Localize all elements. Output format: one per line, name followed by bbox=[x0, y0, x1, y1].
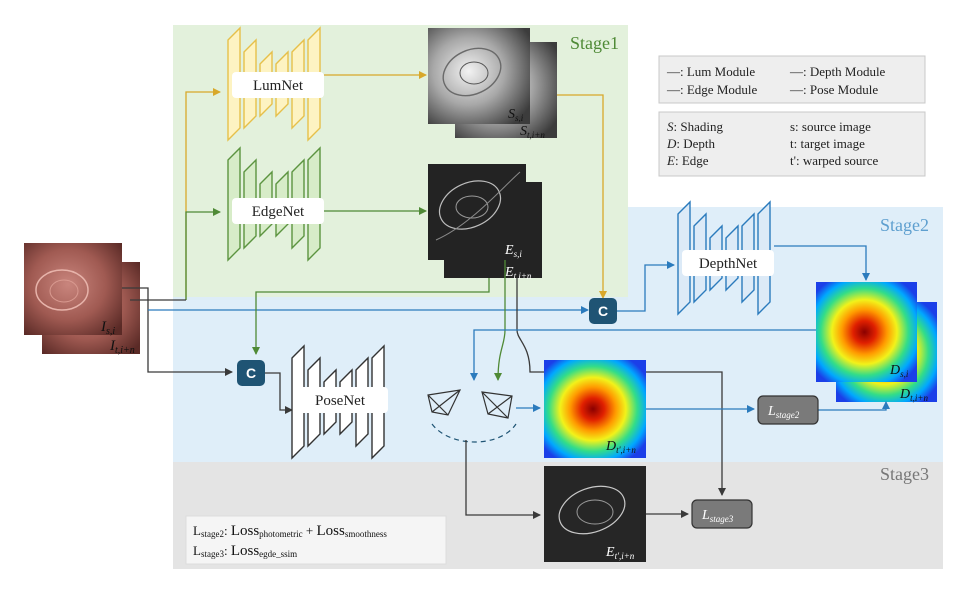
stage1-label: Stage1 bbox=[570, 33, 619, 53]
posenet-label: PoseNet bbox=[315, 393, 366, 409]
symbol-legend: S: Shading D: Depth E: Edge s: source im… bbox=[658, 111, 926, 177]
svg-text:t': warped source: t': warped source bbox=[790, 153, 878, 168]
module-legend: —: Lum Module —: Depth Module —: Edge Mo… bbox=[658, 55, 926, 104]
svg-text:Lstage2: Lstage2 bbox=[767, 404, 800, 420]
loss-stage3-node[interactable]: Lstage3 bbox=[691, 499, 753, 529]
depth-connectors bbox=[470, 329, 890, 411]
stage2-label: Stage2 bbox=[880, 215, 929, 235]
svg-text:Dt,i+n: Dt,i+n bbox=[899, 387, 928, 403]
svg-text:C: C bbox=[246, 365, 256, 381]
shading-to-concat-arrow bbox=[557, 94, 607, 299]
lumnet-block[interactable]: LumNet bbox=[227, 26, 324, 142]
svg-text:t: target image: t: target image bbox=[790, 136, 865, 151]
depthnet-to-depthmap-arrow bbox=[774, 245, 870, 281]
svg-text:Is,i: Is,i bbox=[100, 319, 115, 337]
svg-text:Et,i+n: Et,i+n bbox=[504, 265, 532, 281]
svg-text:Lstage3: Lstage3 bbox=[701, 508, 734, 524]
svg-text:D: Depth: D: Depth bbox=[666, 136, 716, 151]
posenet-block[interactable]: PoseNet bbox=[291, 344, 388, 460]
loss-definitions: Lstage2: Lossphotometric + Losssmoothnes… bbox=[185, 515, 447, 565]
svg-text:Et',i+n: Et',i+n bbox=[605, 545, 635, 561]
svg-text:s: source image: s: source image bbox=[790, 119, 871, 134]
loss-stage2-node[interactable]: Lstage2 bbox=[757, 395, 819, 425]
shading-image-source: Ss,i bbox=[428, 28, 530, 124]
camera-pose-icon bbox=[427, 389, 517, 443]
svg-text:It,i+n: It,i+n bbox=[109, 338, 135, 356]
svg-text:Ss,i: Ss,i bbox=[508, 107, 524, 123]
svg-text:E: Edge: E: Edge bbox=[666, 153, 709, 168]
legend-pose: —: Pose Module bbox=[789, 82, 878, 97]
svg-text:C: C bbox=[598, 303, 608, 319]
svg-text:Lstage2: Lossphotometric + Los: Lstage2: Lossphotometric + Losssmoothnes… bbox=[193, 523, 387, 539]
warped-depth-image: Dt',i+n bbox=[544, 360, 646, 458]
edgenet-label: EdgeNet bbox=[252, 204, 305, 220]
svg-text:Ds,i: Ds,i bbox=[889, 363, 909, 379]
svg-text:Dt',i+n: Dt',i+n bbox=[605, 439, 636, 455]
lumnet-label: LumNet bbox=[253, 78, 304, 94]
legend-edge: —: Edge Module bbox=[666, 82, 757, 97]
edgenet-block[interactable]: EdgeNet bbox=[227, 146, 324, 262]
concat-to-posenet-arrow bbox=[265, 372, 293, 414]
stage3-label: Stage3 bbox=[880, 464, 929, 484]
depth-image-source: Ds,i bbox=[816, 282, 917, 382]
pose-to-edgewarp-arrow bbox=[465, 440, 541, 519]
svg-text:Lstage3: Lossegde_ssim: Lstage3: Lossegde_ssim bbox=[193, 543, 297, 559]
svg-text:Es,i: Es,i bbox=[504, 243, 522, 259]
concat-depth-node[interactable]: C bbox=[589, 298, 617, 324]
legend-depth: —: Depth Module bbox=[789, 64, 886, 79]
svg-text:St,i+n: St,i+n bbox=[520, 124, 545, 140]
input-connectors bbox=[122, 88, 589, 376]
concat-to-depthnet-arrow bbox=[617, 261, 675, 312]
edge-image-source: Es,i bbox=[428, 164, 526, 260]
concat-pose-node[interactable]: C bbox=[237, 360, 265, 386]
depthnet-block[interactable]: DepthNet bbox=[677, 200, 774, 316]
depthnet-label: DepthNet bbox=[699, 256, 758, 272]
legend-lum: —: Lum Module bbox=[666, 64, 755, 79]
svg-text:S: Shading: S: Shading bbox=[667, 119, 723, 134]
warped-edge-image: Et',i+n bbox=[544, 466, 646, 562]
input-image-source: Is,i bbox=[24, 243, 122, 337]
